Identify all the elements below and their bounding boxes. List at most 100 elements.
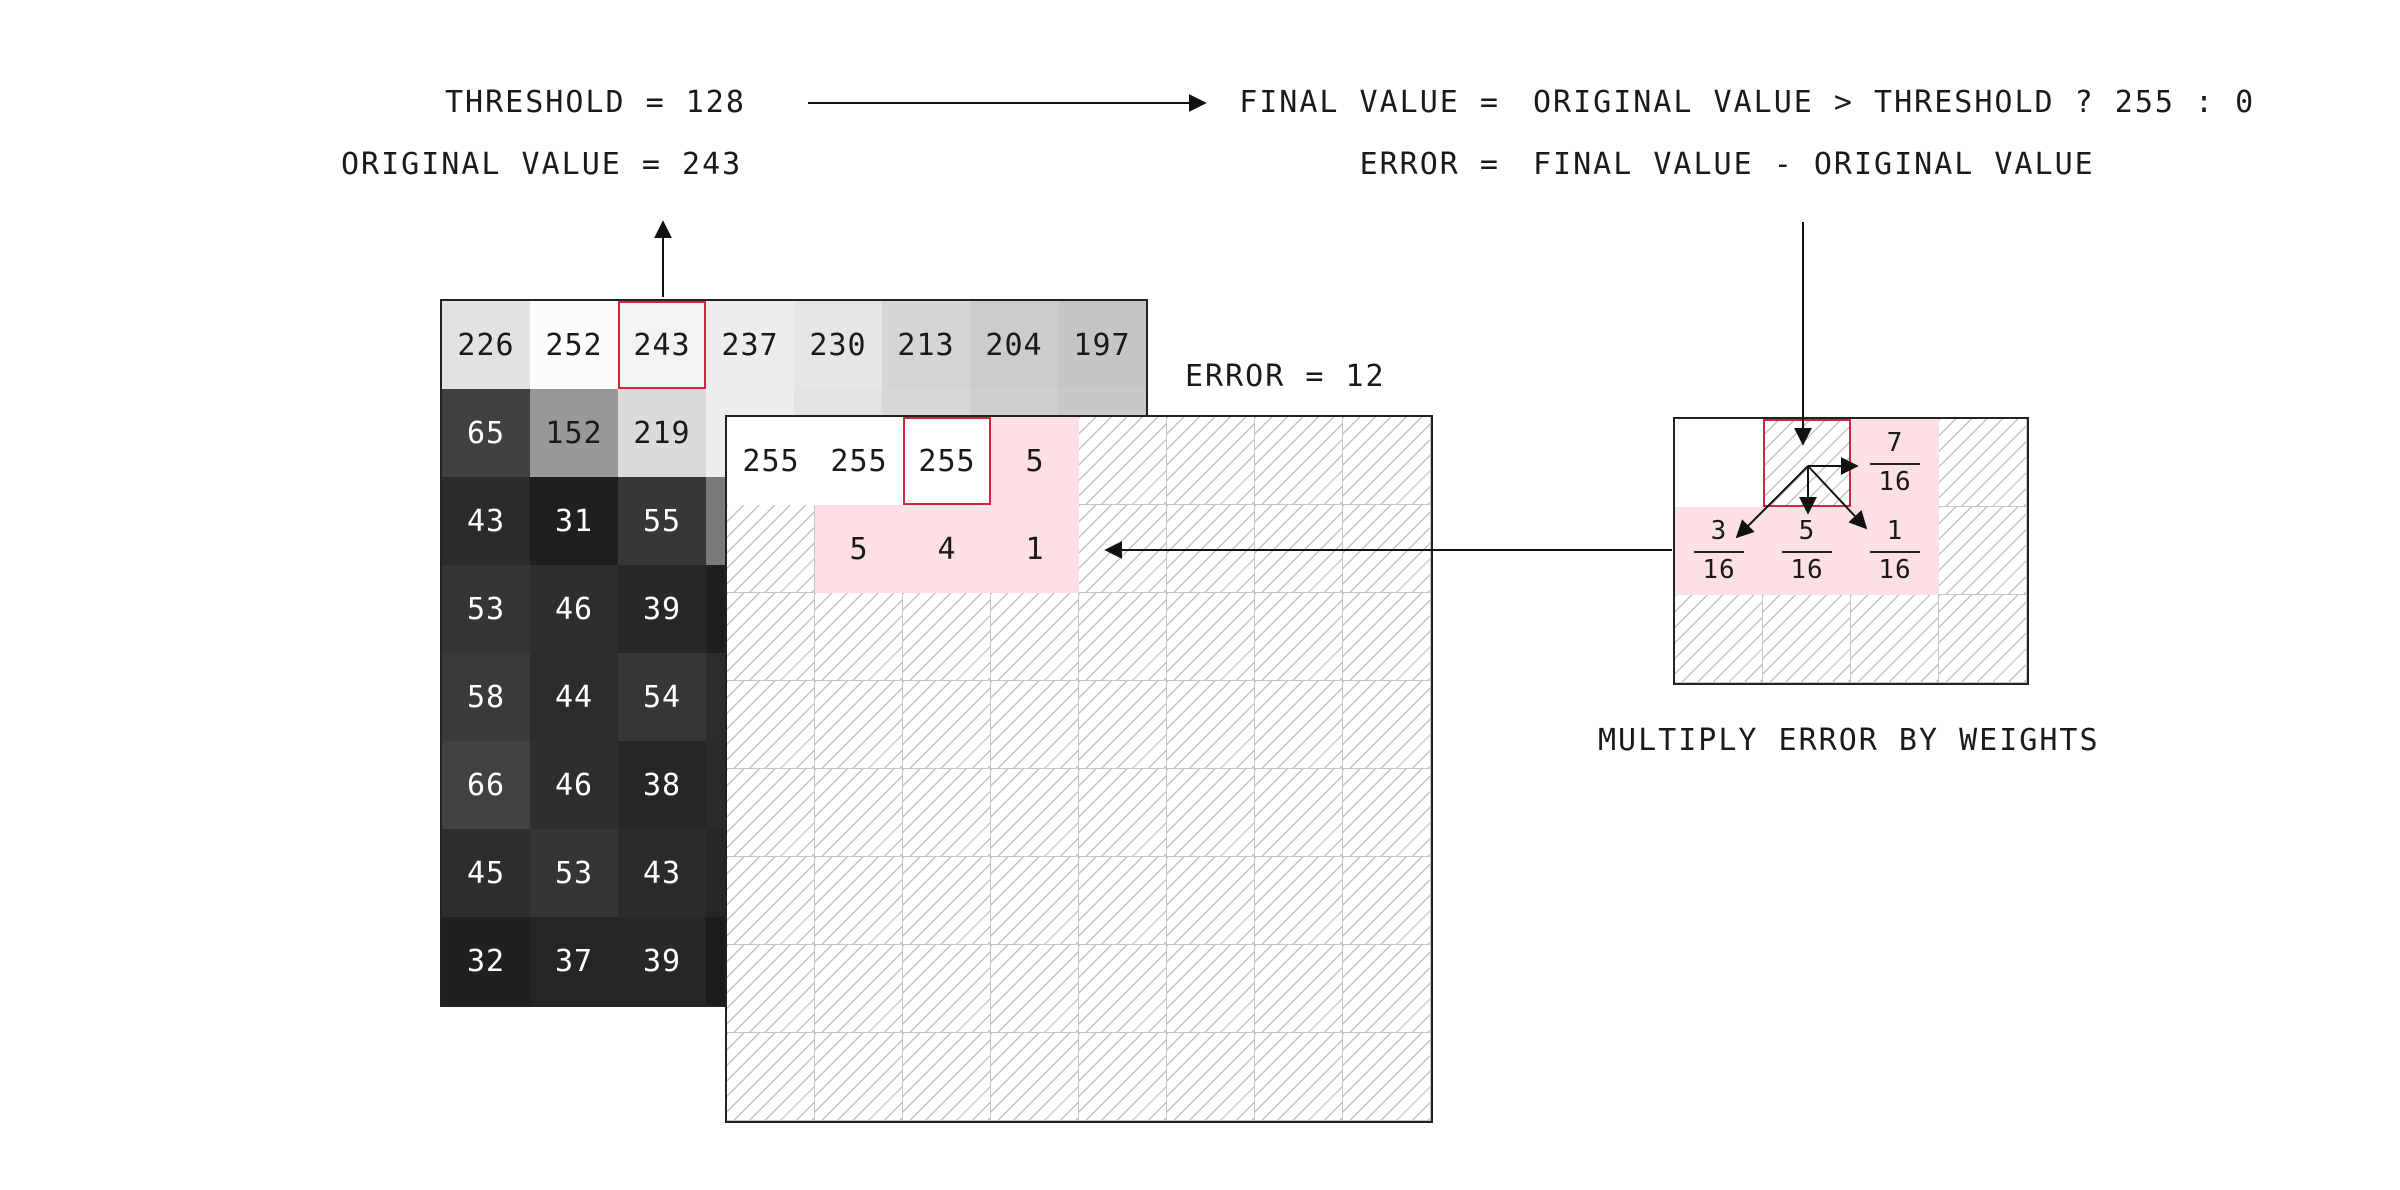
source-cell: 53: [530, 829, 618, 917]
source-cell: 204: [970, 301, 1058, 389]
output-cell: [815, 857, 903, 945]
source-cell: 230: [794, 301, 882, 389]
output-cell: [727, 769, 815, 857]
output-cell: [991, 857, 1079, 945]
output-cell: [1079, 945, 1167, 1033]
source-cell: 237: [706, 301, 794, 389]
output-cell: [903, 1033, 991, 1121]
source-cell: 54: [618, 653, 706, 741]
kernel-current-pixel-cell: [1763, 419, 1851, 507]
weight-denominator: 16: [1878, 466, 1912, 497]
output-cell: [991, 769, 1079, 857]
output-cell: [1079, 769, 1167, 857]
source-cell: 65: [442, 389, 530, 477]
error-formula: FINAL VALUE - ORIGINAL VALUE: [1533, 147, 2095, 182]
output-cell: 1: [991, 505, 1079, 593]
output-cell: [1167, 945, 1255, 1033]
output-cell: 255: [815, 417, 903, 505]
fraction-bar: [1870, 550, 1920, 553]
output-cell: [1167, 1033, 1255, 1121]
source-cell: 37: [530, 917, 618, 1005]
output-cell: [1255, 945, 1343, 1033]
source-cell: 32: [442, 917, 530, 1005]
weight-numerator: 5: [1798, 516, 1816, 547]
error-value-label: ERROR = 12: [1185, 359, 1386, 394]
output-cell: [1167, 417, 1255, 505]
kernel-cell: [1939, 595, 2027, 683]
weight-denominator: 16: [1790, 554, 1824, 585]
source-cell: 55: [618, 477, 706, 565]
fraction-bar: [1694, 550, 1744, 553]
output-cell: [1079, 681, 1167, 769]
output-cell: [1255, 769, 1343, 857]
source-cell: 213: [882, 301, 970, 389]
source-cell: 219: [618, 389, 706, 477]
source-cell: 46: [530, 741, 618, 829]
output-cell: [727, 505, 815, 593]
kernel-cell: [1763, 595, 1851, 683]
kernel-cell: [1675, 419, 1763, 507]
output-cell: [1255, 593, 1343, 681]
final-value-label: FINAL VALUE =: [1239, 85, 1500, 120]
output-cell: [991, 945, 1079, 1033]
output-cell: [1343, 505, 1431, 593]
output-cell: [1343, 945, 1431, 1033]
output-cell: 5: [815, 505, 903, 593]
source-cell: 252: [530, 301, 618, 389]
output-cell: 255: [727, 417, 815, 505]
output-cell: [727, 945, 815, 1033]
output-cell: [903, 945, 991, 1033]
output-cell: [1079, 1033, 1167, 1121]
output-cell: [727, 593, 815, 681]
output-cell: [1079, 417, 1167, 505]
final-value-formula: ORIGINAL VALUE > THRESHOLD ? 255 : 0: [1533, 85, 2256, 120]
source-cell: 45: [442, 829, 530, 917]
source-cell: 53: [442, 565, 530, 653]
output-cell: [1167, 681, 1255, 769]
output-cell: [903, 857, 991, 945]
output-cell: [1167, 769, 1255, 857]
output-cell: 5: [991, 417, 1079, 505]
output-cell-selected: 255: [903, 417, 991, 505]
output-cell: [1343, 1033, 1431, 1121]
output-cell: [1343, 417, 1431, 505]
output-cell: [991, 681, 1079, 769]
source-cell: 39: [618, 917, 706, 1005]
weight-denominator: 16: [1878, 554, 1912, 585]
output-cell: [1255, 681, 1343, 769]
fraction-bar: [1870, 462, 1920, 465]
error-label: ERROR =: [1359, 147, 1500, 182]
output-cell: [815, 593, 903, 681]
output-cell: [815, 1033, 903, 1121]
output-cell: [1343, 593, 1431, 681]
source-cell: 43: [442, 477, 530, 565]
output-cell: [1079, 505, 1167, 593]
output-cell: [815, 945, 903, 1033]
output-cell: [1255, 417, 1343, 505]
fraction-bar: [1782, 550, 1832, 553]
source-cell: 46: [530, 565, 618, 653]
kernel-cell: [1851, 595, 1939, 683]
output-cell: [991, 593, 1079, 681]
output-cell: [727, 857, 815, 945]
source-cell: 226: [442, 301, 530, 389]
output-cell: [991, 1033, 1079, 1121]
output-cell: [903, 593, 991, 681]
output-cell: [1167, 857, 1255, 945]
source-cell: 43: [618, 829, 706, 917]
output-cell: [1167, 505, 1255, 593]
output-cell: [1079, 857, 1167, 945]
weight-numerator: 7: [1886, 428, 1904, 459]
source-cell: 39: [618, 565, 706, 653]
threshold-label: THRESHOLD = 128: [445, 85, 746, 120]
output-cell: [1167, 593, 1255, 681]
original-value-label: ORIGINAL VALUE = 243: [341, 147, 743, 182]
output-cell: [815, 681, 903, 769]
output-cell: [903, 681, 991, 769]
